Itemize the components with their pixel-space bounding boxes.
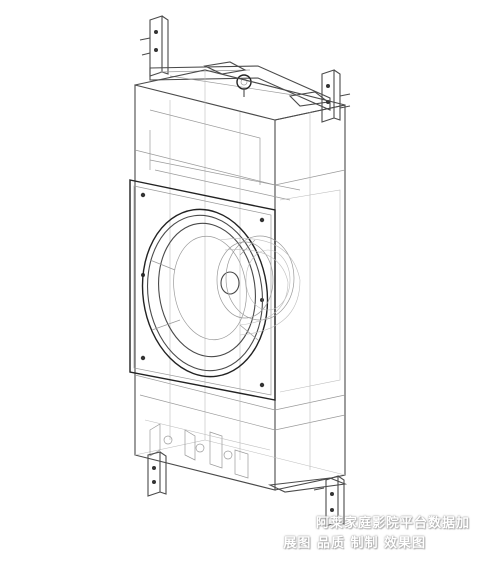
bottom-right-mounting-bracket — [268, 475, 348, 527]
watermark-line-1: 阿莱家庭影院平台数据加 — [315, 516, 470, 531]
top-rail — [149, 61, 331, 111]
watermark-line-2: 展图 品质 制制 效果图 — [283, 536, 426, 551]
top-right-mounting-bracket — [321, 69, 351, 123]
enclosure-box — [134, 69, 346, 491]
bottom-left-mounting-bracket — [147, 451, 167, 497]
internal-port-rings — [219, 238, 301, 336]
front-baffle — [129, 179, 276, 401]
bottom-fittings — [144, 419, 271, 479]
top-left-mounting-bracket — [139, 15, 169, 77]
woofer-driver — [141, 208, 295, 378]
